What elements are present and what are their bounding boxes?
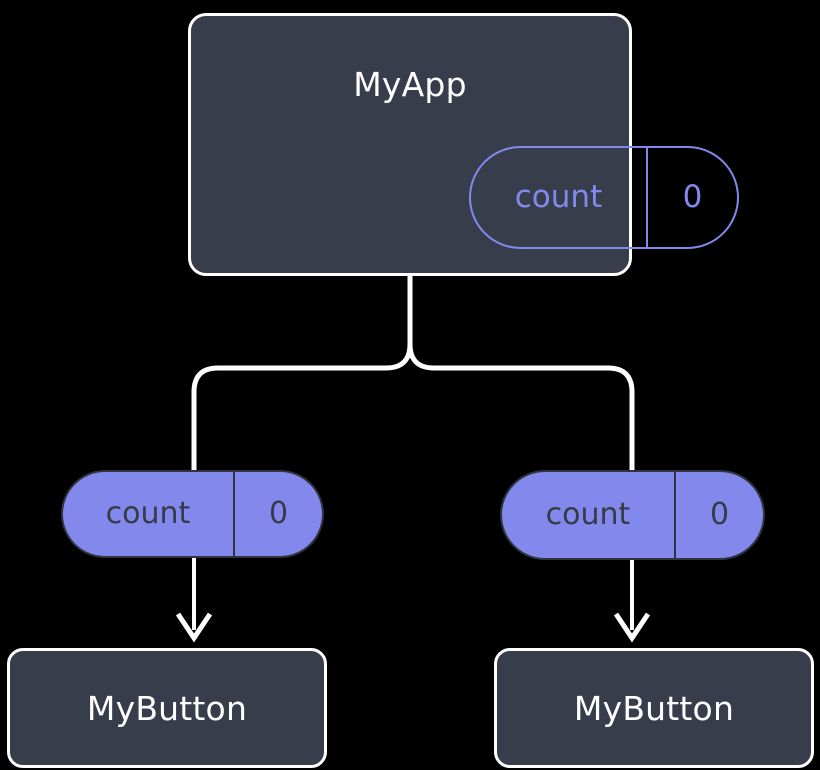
arrow-head-right-icon bbox=[613, 612, 651, 643]
state-value-label: 0 bbox=[646, 148, 737, 247]
arrow-head-left-icon bbox=[175, 612, 213, 643]
props-value-label: 0 bbox=[674, 472, 763, 558]
component-title-myapp: MyApp bbox=[353, 65, 467, 104]
component-node-myapp[interactable]: MyApp count 0 bbox=[188, 13, 739, 276]
props-key-label: count bbox=[105, 496, 191, 531]
component-title-mybutton-right: MyButton bbox=[573, 688, 735, 728]
props-capsule-left-count[interactable]: count 0 bbox=[61, 470, 324, 558]
component-title-mybutton-left: MyButton bbox=[86, 688, 248, 728]
state-key-label: count bbox=[514, 179, 603, 215]
state-capsule-count[interactable]: count 0 bbox=[469, 146, 739, 249]
component-node-mybutton-right[interactable]: MyButton bbox=[494, 648, 814, 768]
component-node-mybutton-left[interactable]: MyButton bbox=[7, 648, 327, 768]
props-value-label: 0 bbox=[233, 472, 322, 556]
connector-split-left bbox=[191, 343, 413, 470]
props-capsule-right-count[interactable]: count 0 bbox=[500, 470, 765, 560]
props-key-label: count bbox=[545, 497, 631, 532]
connector-split-right bbox=[407, 343, 635, 470]
